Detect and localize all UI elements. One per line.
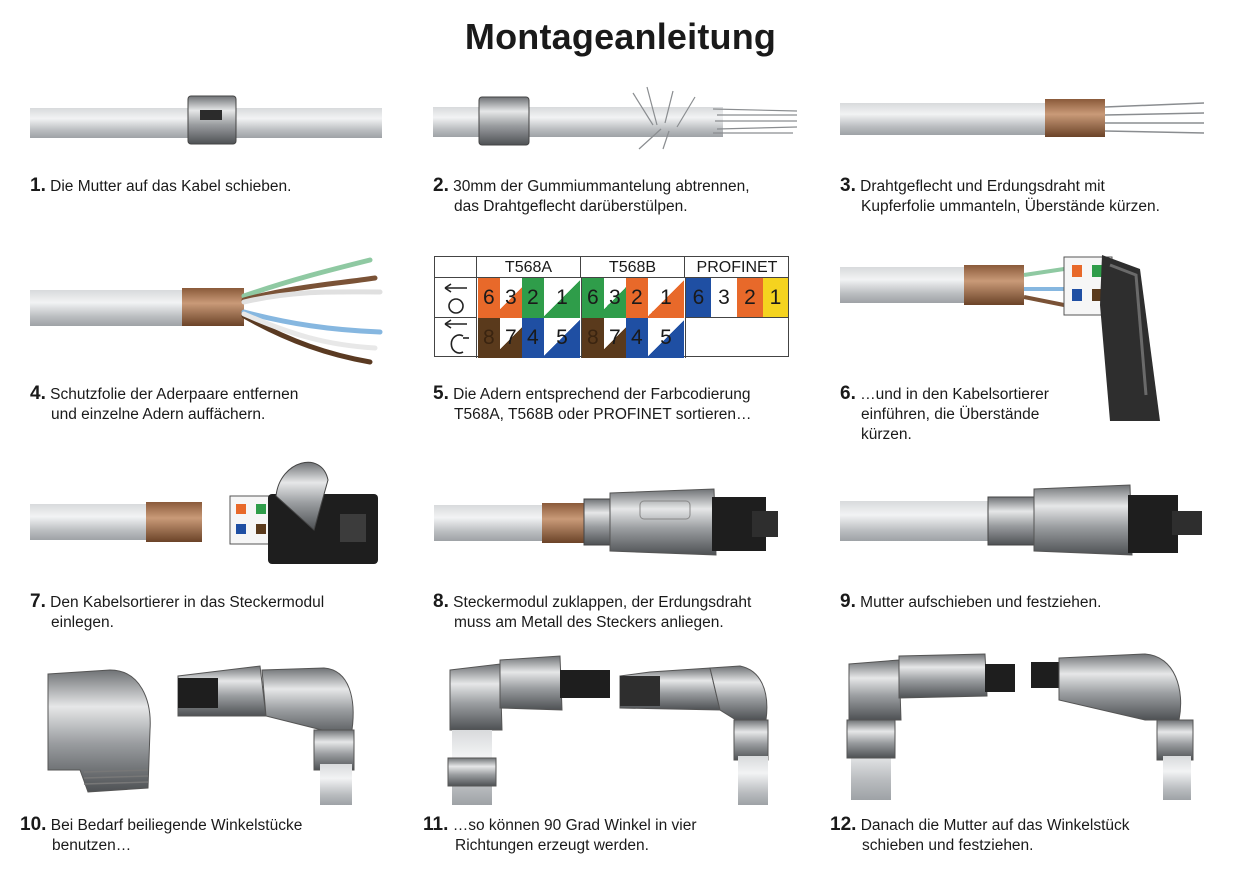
step-text: Bei Bedarf beiliegende Winkelstücke bbox=[50, 817, 303, 834]
step-text: Richtungen erzeugt werden. bbox=[455, 837, 649, 854]
step-number: 3. bbox=[840, 175, 856, 196]
profinet-top-cell: 3 bbox=[711, 278, 737, 318]
photo-step-7 bbox=[30, 461, 378, 564]
header-profinet: PROFINET bbox=[685, 257, 789, 278]
t568b-top-cell: 3 bbox=[604, 278, 626, 318]
t568a-bottom-cell: 7 bbox=[500, 318, 522, 358]
step-number: 4. bbox=[30, 383, 46, 404]
t568b-bottom-cell: 4 bbox=[626, 318, 648, 358]
arrow-left-hook-icon bbox=[444, 319, 469, 354]
step-text: …so können 90 Grad Winkel in vier bbox=[452, 817, 697, 834]
step-7: 7. Den Kabelsortierer in das Steckermodu… bbox=[30, 592, 324, 633]
step-number: 12. bbox=[830, 814, 857, 835]
step-number: 10. bbox=[20, 814, 47, 835]
step-9: 9. Mutter aufschieben und festziehen. bbox=[840, 592, 1101, 613]
step-1: 1. Die Mutter auf das Kabel schieben. bbox=[30, 176, 291, 197]
t568b-top-cell: 1 bbox=[648, 278, 684, 318]
t568a-top-cell: 1 bbox=[544, 278, 580, 318]
t568b-bottom-cell: 8 bbox=[582, 318, 604, 358]
step-number: 2. bbox=[433, 175, 449, 196]
step-text: Drahtgeflecht und Erdungsdraht mit bbox=[860, 178, 1105, 195]
step-text: muss am Metall des Steckers anliegen. bbox=[454, 614, 724, 631]
t568a-top-cell: 2 bbox=[522, 278, 544, 318]
step-number: 1. bbox=[30, 175, 46, 196]
step-text: benutzen… bbox=[52, 837, 132, 854]
step-text: Schutzfolie der Aderpaare entfernen bbox=[50, 386, 299, 403]
photo-step-2 bbox=[433, 86, 797, 150]
color-code-table: T568A T568B PROFINET 6 3 2 1 8 7 4 5 6 3… bbox=[434, 256, 789, 358]
t568a-bottom-cell: 5 bbox=[544, 318, 580, 358]
step-text: Die Mutter auf das Kabel schieben. bbox=[50, 178, 292, 195]
step-number: 11. bbox=[423, 814, 449, 835]
t568a-top-cell: 6 bbox=[478, 278, 500, 318]
arrow-cell-top bbox=[435, 278, 477, 318]
profinet-top-cell: 1 bbox=[763, 278, 788, 318]
header-t568b: T568B bbox=[581, 257, 685, 278]
photo-step-10 bbox=[47, 665, 355, 805]
step-text: T568A, T568B oder PROFINET sortieren… bbox=[454, 406, 752, 423]
step-number: 7. bbox=[30, 591, 46, 612]
profinet-top-cell: 2 bbox=[737, 278, 763, 318]
step-number: 5. bbox=[433, 383, 449, 404]
step-text: 30mm der Gummiummantelung abtrennen, bbox=[453, 178, 750, 195]
step-number: 8. bbox=[433, 591, 449, 612]
step-2: 2. 30mm der Gummiummantelung abtrennen, … bbox=[433, 176, 750, 217]
step-number: 6. bbox=[840, 383, 856, 404]
photo-step-8 bbox=[434, 488, 778, 556]
header-t568a: T568A bbox=[477, 257, 581, 278]
t568a-top-cell: 3 bbox=[500, 278, 522, 318]
page-title: Montageanleitung bbox=[464, 16, 777, 57]
t568b-top-cell: 2 bbox=[626, 278, 648, 318]
step-text: und einzelne Adern auffächern. bbox=[51, 406, 266, 423]
step-text: einlegen. bbox=[51, 614, 114, 631]
photo-step-3 bbox=[840, 99, 1204, 137]
step-text: das Drahtgeflecht darüberstülpen. bbox=[454, 198, 688, 215]
divider bbox=[685, 278, 686, 358]
photo-step-12 bbox=[846, 653, 1194, 800]
step-10: 10. Bei Bedarf beiliegende Winkelstücke … bbox=[20, 815, 302, 856]
table-corner bbox=[435, 257, 477, 278]
step-text: Danach die Mutter auf das Winkelstück bbox=[860, 817, 1130, 834]
t568b-bottom-cell: 5 bbox=[648, 318, 684, 358]
step-12: 12. Danach die Mutter auf das Winkelstüc… bbox=[830, 815, 1130, 856]
step-text: Die Adern entsprechend der Farbcodierung bbox=[453, 386, 751, 403]
divider bbox=[581, 278, 582, 358]
divider bbox=[685, 317, 789, 318]
step-text: schieben und festziehen. bbox=[862, 837, 1034, 854]
profinet-top-cell: 6 bbox=[686, 278, 711, 318]
t568b-top-cell: 6 bbox=[582, 278, 604, 318]
photo-step-6 bbox=[840, 255, 1160, 421]
t568a-bottom-cell: 4 bbox=[522, 318, 544, 358]
step-text: kürzen. bbox=[861, 426, 912, 443]
step-text: einführen, die Überstände bbox=[861, 406, 1040, 423]
step-3: 3. Drahtgeflecht und Erdungsdraht mit Ku… bbox=[840, 176, 1160, 217]
step-4: 4. Schutzfolie der Aderpaare entfernen u… bbox=[30, 384, 298, 425]
step-text: Kupferfolie ummanteln, Überstände kürzen… bbox=[861, 198, 1160, 215]
photo-step-9 bbox=[840, 484, 1202, 556]
step-5: 5. Die Adern entsprechend der Farbcodier… bbox=[433, 384, 752, 425]
step-text: Steckermodul zuklappen, der Erdungsdraht bbox=[453, 594, 752, 611]
photo-step-4 bbox=[30, 257, 383, 365]
photo-step-1 bbox=[30, 95, 382, 145]
step-6: 6. …und in den Kabelsortierer einführen,… bbox=[840, 384, 1049, 445]
step-text: Den Kabelsortierer in das Steckermodul bbox=[50, 594, 325, 611]
step-text: Mutter aufschieben und festziehen. bbox=[860, 594, 1102, 611]
t568b-bottom-cell: 7 bbox=[604, 318, 626, 358]
arrow-cell-bottom bbox=[435, 318, 477, 358]
step-8: 8. Steckermodul zuklappen, der Erdungsdr… bbox=[433, 592, 751, 633]
step-number: 9. bbox=[840, 591, 856, 612]
photo-step-11 bbox=[447, 655, 769, 805]
arrow-left-icon bbox=[444, 283, 467, 314]
step-text: …und in den Kabelsortierer bbox=[860, 386, 1049, 403]
step-11: 11. …so können 90 Grad Winkel in vier Ri… bbox=[423, 815, 697, 856]
t568a-bottom-cell: 8 bbox=[478, 318, 500, 358]
